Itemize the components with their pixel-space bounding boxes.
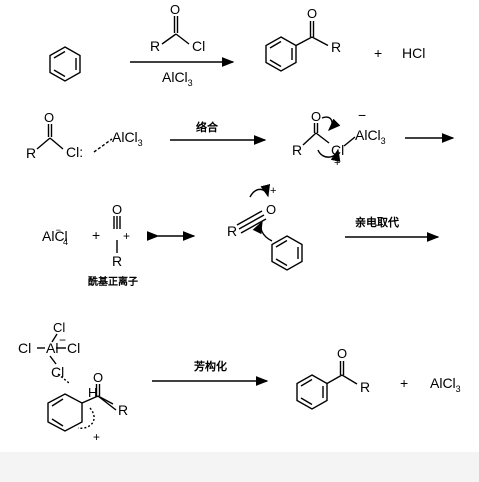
reagent-o-label: O (170, 2, 180, 17)
reagent-r-label: R (150, 38, 160, 54)
cl-right-label: Cl (67, 340, 80, 356)
ketone-product-1 (265, 21, 329, 72)
complex-r-label: R (292, 142, 302, 158)
reagent-cl-label: Cl (192, 38, 205, 54)
aromatization-label: 芳构化 (194, 359, 227, 373)
acyl-chloride-molecule (36, 124, 64, 150)
benzene-molecule (49, 46, 81, 82)
o-label: O (93, 370, 103, 385)
plus-sign-row3: + (92, 227, 100, 243)
ring-plus: + (93, 430, 100, 444)
acylium-caption: 酰基正离子 (88, 275, 138, 288)
hcl-label: HCl (402, 45, 425, 61)
coordination-dash (93, 138, 113, 153)
cl-left-label: Cl (18, 340, 31, 356)
final-r-label: R (360, 379, 370, 395)
al-minus: − (59, 333, 66, 347)
cl-bottom-label: Cl (51, 364, 64, 380)
acylium-triple-bond (236, 183, 271, 234)
product-r-label: R (331, 39, 341, 55)
tetrachloroaluminate-label: AlCl−4 (42, 225, 68, 247)
h-label: H (88, 385, 97, 400)
complex-cl-label: Cl (331, 142, 344, 158)
acylium-r-label: R (112, 253, 122, 269)
product-o-label: O (307, 6, 317, 21)
cl-top-label: Cl (53, 320, 65, 335)
attacking-benzene (252, 220, 303, 271)
al-label: Al (46, 340, 58, 356)
aluminum-tetrachloride-complex (37, 333, 70, 384)
plus-sign: + (374, 45, 382, 61)
footer-band (0, 452, 479, 482)
acylium-ion (113, 216, 121, 253)
final-o-label: O (337, 346, 347, 361)
complexation-label: 络合 (196, 120, 219, 134)
acyl-complex-molecule (302, 116, 356, 162)
complex-al-label: AlCl3 (355, 127, 386, 146)
ketone-product-2 (296, 361, 358, 410)
acylium-plus: + (123, 229, 130, 243)
acyl-o-label: O (44, 110, 54, 125)
acyl-cl-label: Cl: (66, 144, 83, 160)
ketene-o-label: O (266, 202, 276, 217)
complex-o-label: O (311, 109, 321, 124)
acylium-o-label: O (112, 202, 122, 217)
complex-minus: − (358, 107, 366, 123)
acyl-chloride-reagent (161, 16, 190, 45)
r-label: R (118, 402, 128, 418)
lewis-acid-label: AlCl3 (112, 129, 143, 148)
acyl-r-label: R (26, 145, 36, 161)
sigma-complex-ring (47, 384, 117, 432)
plus-sign-row4: + (400, 375, 408, 391)
ketene-plus: + (270, 185, 276, 197)
final-catalyst-label: AlCl3 (430, 375, 461, 394)
electrophilic-substitution-label: 亲电取代 (355, 215, 399, 229)
complex-plus: + (334, 157, 340, 169)
ketene-r-label: R (227, 223, 237, 239)
catalyst-label: AlCl3 (162, 69, 193, 88)
